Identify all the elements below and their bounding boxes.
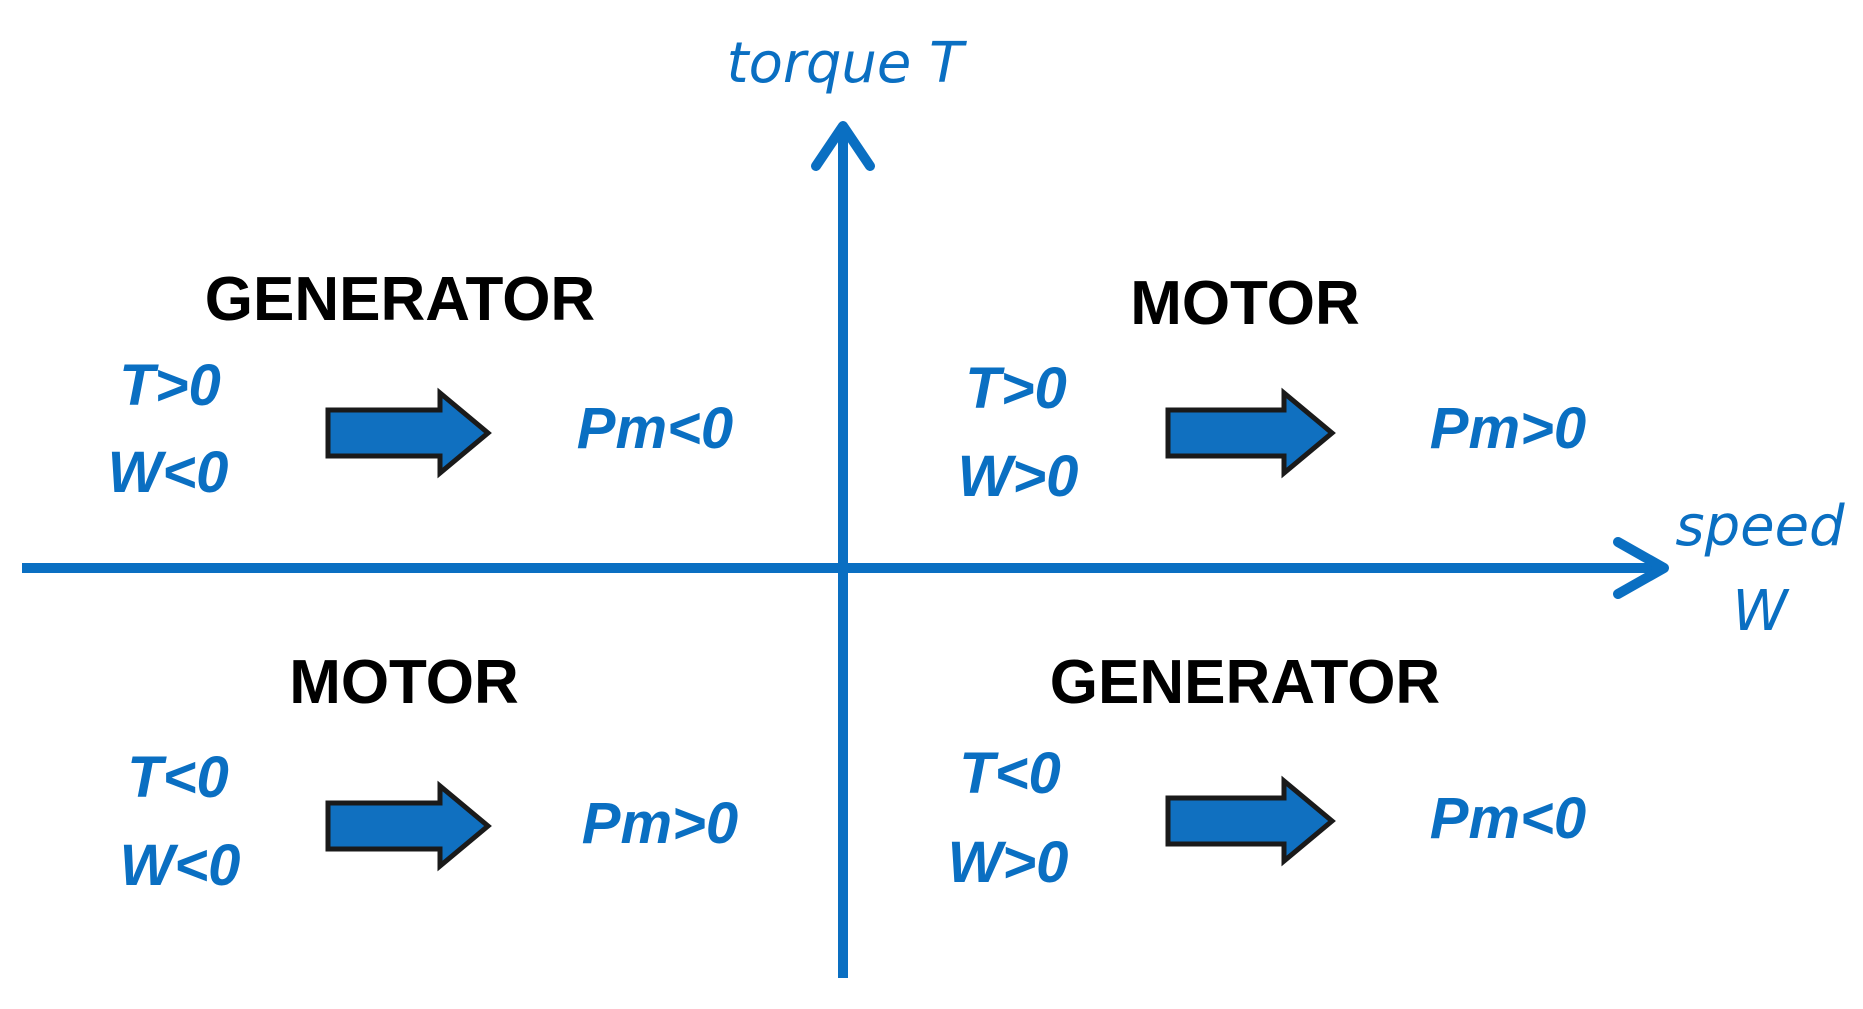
power-result: Pm>0 — [582, 791, 738, 856]
quadrant-upper-right: MOTOR T>0 W>0 Pm>0 — [958, 269, 1587, 509]
speed-axis-label: speed — [1675, 494, 1845, 559]
torque-axis-arrowhead-icon — [811, 121, 875, 171]
torque-axis-label: torque T — [727, 31, 968, 96]
torque-condition: T>0 — [965, 356, 1067, 421]
power-result: Pm<0 — [577, 396, 733, 461]
mode-title: MOTOR — [1130, 269, 1360, 338]
speed-axis-label-symbol: W — [1732, 579, 1790, 644]
speed-condition: W<0 — [108, 440, 229, 505]
speed-condition: W>0 — [948, 830, 1069, 895]
right-block-arrow-icon — [325, 387, 492, 479]
torque-condition: T<0 — [959, 741, 1061, 806]
quadrant-lower-left: MOTOR T<0 W<0 Pm>0 — [120, 648, 739, 898]
mode-title: GENERATOR — [205, 265, 595, 334]
torque-condition: T>0 — [119, 353, 221, 418]
power-result: Pm>0 — [1430, 396, 1586, 461]
mode-title: MOTOR — [289, 648, 519, 717]
quadrant-upper-left: GENERATOR T>0 W<0 Pm<0 — [108, 265, 734, 505]
speed-axis-arrowhead-icon — [1613, 537, 1669, 599]
torque-condition: T<0 — [127, 745, 229, 810]
speed-condition: W<0 — [120, 833, 241, 898]
power-result: Pm<0 — [1430, 786, 1586, 851]
right-block-arrow-icon — [1165, 775, 1336, 867]
right-block-arrow-icon — [1165, 387, 1336, 479]
mode-title: GENERATOR — [1050, 648, 1440, 717]
right-block-arrow-icon — [325, 780, 492, 872]
quadrant-lower-right: GENERATOR T<0 W>0 Pm<0 — [948, 648, 1587, 895]
speed-condition: W>0 — [958, 444, 1079, 509]
